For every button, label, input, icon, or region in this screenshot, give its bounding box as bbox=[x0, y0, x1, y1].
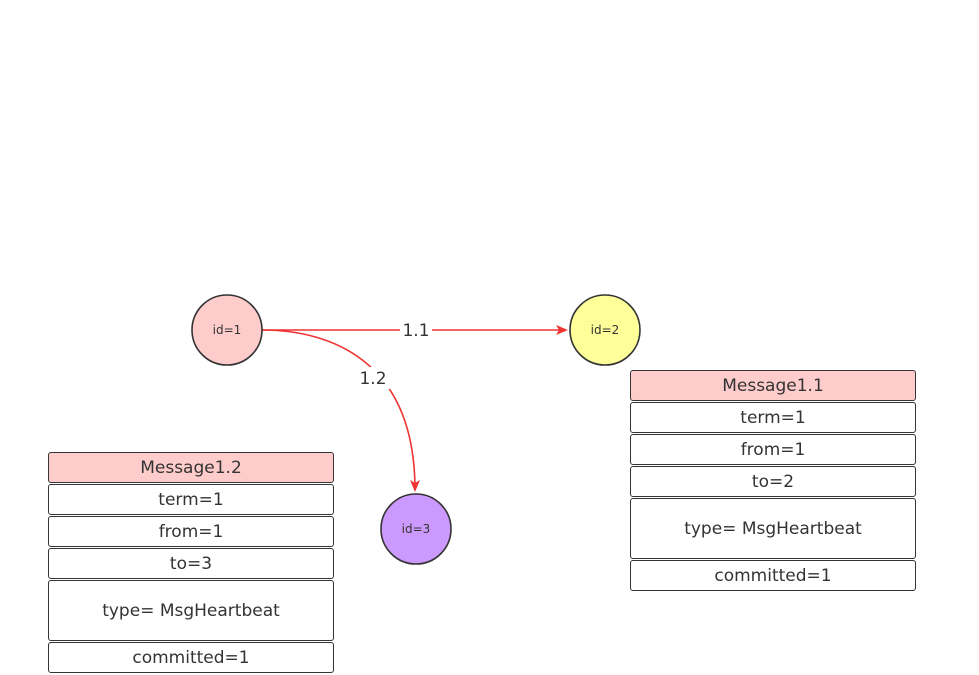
message-title: Message1.1 bbox=[630, 370, 916, 401]
edge-1-2: 1.2 bbox=[261, 329, 420, 492]
message-type: type= MsgHeartbeat bbox=[48, 580, 334, 641]
message-1-1-table: Message1.1 term=1 from=1 to=2 type= MsgH… bbox=[630, 370, 916, 592]
node-id-2: id=2 bbox=[569, 294, 641, 366]
message-to: to=2 bbox=[630, 466, 916, 497]
message-1-2-table: Message1.2 term=1 from=1 to=3 type= MsgH… bbox=[48, 452, 334, 674]
node-label-2: id=2 bbox=[591, 323, 620, 337]
node-label-1: id=1 bbox=[213, 323, 242, 337]
message-to: to=3 bbox=[48, 548, 334, 579]
node-label-3: id=3 bbox=[402, 522, 431, 536]
message-term: term=1 bbox=[48, 484, 334, 515]
message-committed: committed=1 bbox=[48, 642, 334, 673]
message-title: Message1.2 bbox=[48, 452, 334, 483]
message-term: term=1 bbox=[630, 402, 916, 433]
edge-label-1-1: 1.1 bbox=[402, 321, 429, 341]
message-from: from=1 bbox=[630, 434, 916, 465]
edge-1-1: 1.1 bbox=[262, 319, 568, 341]
message-type: type= MsgHeartbeat bbox=[630, 498, 916, 559]
node-id-1: id=1 bbox=[191, 294, 263, 366]
node-id-3: id=3 bbox=[380, 493, 452, 565]
message-from: from=1 bbox=[48, 516, 334, 547]
message-committed: committed=1 bbox=[630, 560, 916, 591]
edge-label-1-2: 1.2 bbox=[359, 369, 386, 389]
